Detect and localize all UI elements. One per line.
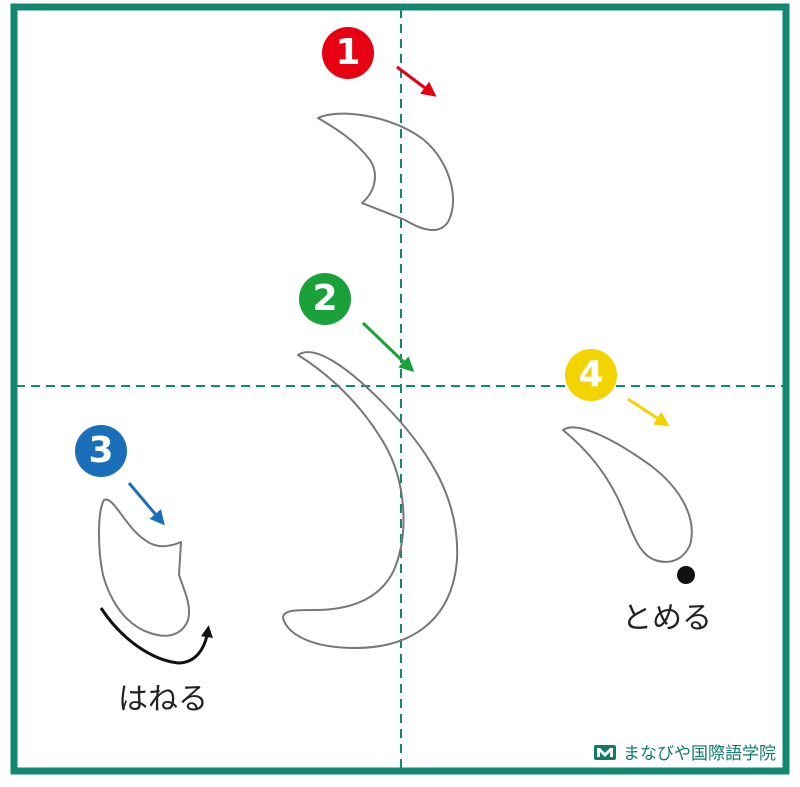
stroke-4-outline: [562, 426, 693, 563]
stroke-1-outline: [317, 112, 455, 231]
brand-name: まなびや国際語学院: [623, 744, 776, 764]
stroke-2-outline: [282, 351, 459, 649]
frame-border: [10, 3, 790, 775]
tome-label: とめる: [622, 601, 712, 636]
stroke-4-number-badge: 4: [565, 349, 617, 401]
stroke-3-number-badge: 3: [75, 425, 127, 477]
stroke-2-arrow: [361, 321, 415, 373]
stroke-1-arrow: [396, 65, 437, 97]
stroke-3-arrow: [127, 482, 165, 526]
stroke-2-number-badge: 2: [299, 273, 351, 325]
brand-footer: まなびや国際語学院: [593, 739, 776, 764]
stroke-1-number-badge: 1: [322, 27, 374, 79]
stroke-3-outline: [98, 498, 190, 637]
stroke-4-arrow: [627, 397, 670, 427]
book-logo-icon: [594, 744, 616, 760]
tome-dot: [677, 566, 695, 584]
hane-label: はねる: [118, 682, 208, 717]
hane-curve-arrow: [99, 607, 213, 665]
